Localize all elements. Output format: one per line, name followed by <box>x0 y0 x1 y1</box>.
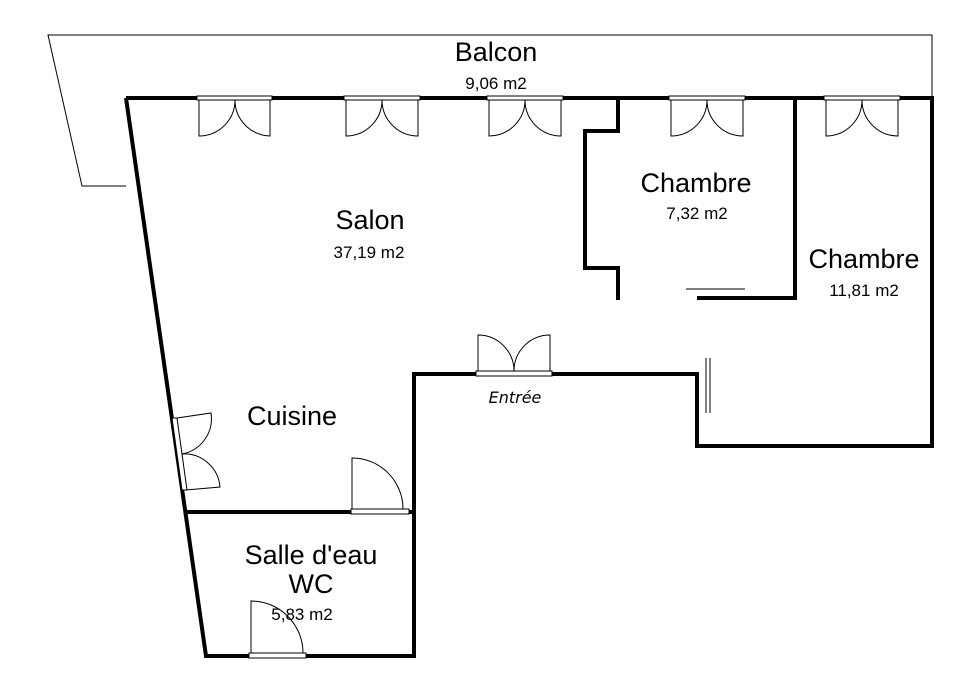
chambre-1-walls <box>583 98 797 300</box>
chambre-2-label: Chambre <box>808 244 919 274</box>
sliding-door-marker <box>705 358 711 413</box>
window-2 <box>343 95 421 137</box>
kitchen-window <box>171 412 221 491</box>
window-4 <box>668 95 746 137</box>
chambre-1-label: Chambre <box>640 168 751 198</box>
chambre-1-area: 7,32 m2 <box>666 204 727 223</box>
salon-label: Salon <box>335 205 404 235</box>
balcon-area: 9,06 m2 <box>465 74 526 93</box>
window-1 <box>196 95 273 137</box>
chambre-2-area: 11,81 m2 <box>829 281 899 300</box>
balcony-outline <box>47 34 933 187</box>
salle-eau-label-line1: Salle d'eau <box>245 540 378 570</box>
entrance-door <box>475 334 553 377</box>
outer-walls <box>124 96 934 658</box>
salle-eau-label-line2: WC <box>289 569 334 599</box>
kitchen-door <box>350 457 410 515</box>
salon-area: 37,19 m2 <box>334 243 405 262</box>
cuisine-label: Cuisine <box>247 401 337 431</box>
balcon-label: Balcon <box>455 37 538 67</box>
bathroom-door <box>248 600 307 659</box>
salle-eau-area: 5,83 m2 <box>271 605 332 624</box>
window-5 <box>823 95 901 137</box>
window-3 <box>486 95 564 137</box>
entree-label: Entrée <box>489 388 542 407</box>
